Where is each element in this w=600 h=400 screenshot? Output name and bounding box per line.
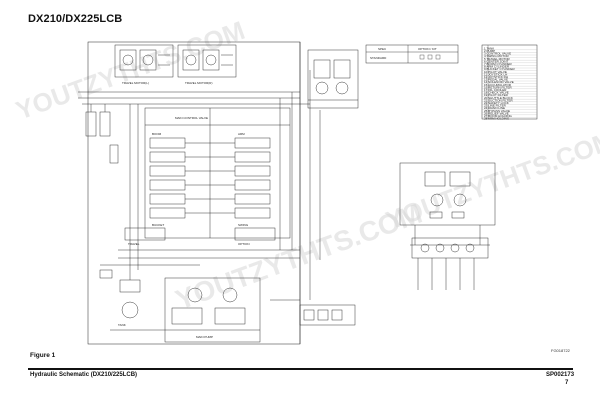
- swing-motor-block: [307, 49, 359, 109]
- boom-cylinder-group: [85, 104, 119, 164]
- label-travel: TRAVEL: [128, 242, 140, 246]
- footer-rule: [28, 368, 573, 370]
- label-option: OPTION: [238, 242, 250, 246]
- label-boom: BOOM: [152, 132, 162, 136]
- parts-list-item: 22 SAFETY LOCK: [484, 101, 509, 105]
- parts-list-item: 12 JOYSTICK RH: [484, 75, 508, 79]
- solenoid-valve-block: [411, 237, 489, 290]
- parts-list-item: 18 CHECK VALVE: [484, 91, 509, 95]
- parts-list-item: 7 BOOM CYLINDER: [484, 62, 513, 66]
- label-travel-motor-right: TRAVEL MOTOR(R): [185, 81, 212, 85]
- parts-list-item: 13 PEDAL VALVE: [484, 78, 508, 82]
- parts-list-item: 3 CONTROL VALVE: [484, 52, 511, 56]
- parts-list-item: 6 CENTER JOINT: [484, 59, 509, 63]
- parts-list-item: 24 DRAIN LINE: [484, 106, 505, 110]
- page-number: 7: [565, 380, 569, 386]
- figure-code: FG018722: [551, 348, 570, 353]
- parts-list-item: 15 ACCUMULATOR: [484, 83, 512, 87]
- label-main-control-valve: MAIN CONTROL VALVE: [175, 116, 208, 120]
- parts-list-item: 27 BOOM HOLDING: [484, 114, 513, 118]
- legend-header-option: OPTION / KIT: [418, 47, 437, 51]
- parts-list-item: 11 JOYSTICK LH: [484, 72, 507, 76]
- parts-list-item: 23 LINE FILTER: [484, 104, 507, 108]
- joystick-assembly: [399, 162, 496, 246]
- parts-list-item: 26 RELIEF VALVE: [484, 111, 509, 115]
- pilot-valve-group: [270, 299, 356, 326]
- footer-section-title: Hydraulic Schematic (DX210/225LCB): [30, 372, 138, 378]
- parts-list-item: 2 PUMP: [484, 49, 495, 53]
- main-pump: [164, 277, 261, 343]
- schematic-labels: TRAVEL MOTOR(L) TRAVEL MOTOR(R) BOOM ARM…: [118, 81, 250, 339]
- legend-header-spec: SPEC: [378, 47, 387, 51]
- parts-list-item: 17 OIL COOLER: [484, 88, 507, 92]
- parts-list-item: 5 TRAVEL MOTOR: [484, 57, 511, 61]
- parts-list-item: 14 SOLENOID VALVE: [484, 80, 514, 84]
- label-swing: SWING: [238, 223, 249, 227]
- travel-motor-right: [177, 44, 237, 78]
- label-tank: TANK: [118, 323, 126, 327]
- parts-list-item: 21 SUCTION FILTER: [484, 98, 513, 102]
- label-main-pump: MAIN PUMP: [196, 335, 213, 339]
- parts-list-item: 25 BYPASS VALVE: [484, 109, 510, 113]
- footer-doc-code: SP002173: [546, 372, 575, 378]
- parts-list-item: 28 ARM HOLDING: [484, 117, 510, 121]
- figure-label: Figure 1: [30, 352, 56, 359]
- watermark-text-3: YOUTZYTHTS.COM: [382, 125, 600, 236]
- tank: [99, 269, 165, 331]
- main-control-valve: [124, 107, 291, 241]
- legend-row-standard: STANDARD: [370, 56, 387, 60]
- legend-table: SPEC OPTION / KIT STANDARD: [365, 44, 459, 64]
- parts-list-item: 1 TANK: [484, 46, 494, 50]
- parts-list-item: 4 SWING MOTOR: [484, 54, 509, 58]
- parts-list-item: 9 BUCKET CYLINDER: [484, 67, 515, 71]
- watermark-text-1: YOUTZYTHTS.COM: [12, 15, 249, 126]
- parts-list-item: 8 ARM CYLINDER: [484, 65, 510, 69]
- document-title: DX210/DX225LCB: [28, 13, 123, 25]
- parts-list-item: 20 SHUTTLE BLOCK: [484, 96, 513, 100]
- parts-list-item: 10 PILOT VALVE: [484, 70, 507, 74]
- label-arm: ARM: [238, 132, 245, 136]
- parts-list-item: 19 PILOT FILTER: [484, 93, 509, 97]
- label-travel-motor-left: TRAVEL MOTOR(L): [122, 81, 149, 85]
- parts-list-item: 16 RETURN FILTER: [484, 85, 512, 89]
- label-bucket: BUCKET: [152, 223, 164, 227]
- travel-motor-left: [114, 44, 174, 78]
